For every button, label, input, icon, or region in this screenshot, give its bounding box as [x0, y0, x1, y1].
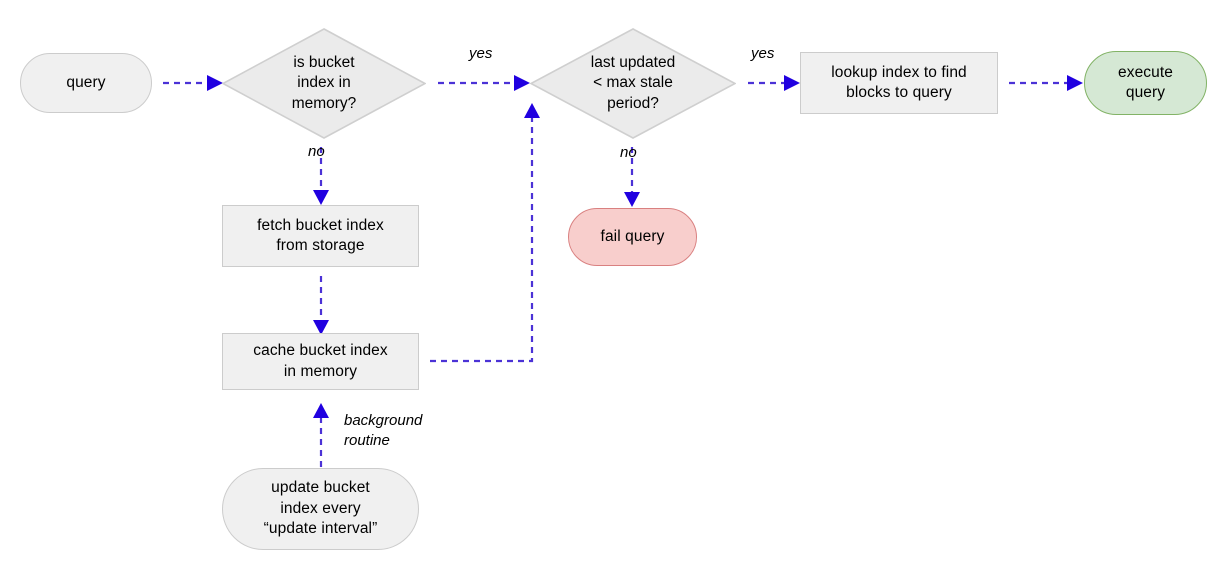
node-fail-query[interactable]: fail query: [568, 208, 697, 266]
edge-label-background-routine: background routine: [344, 412, 423, 449]
node-execute-query-label: execute query: [1118, 63, 1173, 101]
node-fetch-bucket-index-label: fetch bucket index from storage: [257, 216, 384, 254]
node-cache-bucket-index[interactable]: cache bucket index in memory: [222, 333, 419, 390]
node-query-label: query: [66, 73, 106, 91]
arrowhead-memory-yes: [514, 75, 530, 91]
node-cache-bucket-index-label: cache bucket index in memory: [253, 342, 388, 380]
edge-label-stale-no: no: [620, 144, 637, 161]
edge-label-stale-yes: yes: [751, 45, 775, 62]
arrowhead-memory-no: [313, 190, 329, 205]
node-last-updated-max-stale-label: last updated < max stale period?: [590, 53, 676, 112]
arrowhead-query-to-memory-check: [207, 75, 223, 91]
node-fail-query-label: fail query: [600, 227, 665, 245]
node-execute-query[interactable]: execute query: [1084, 51, 1207, 115]
edge-label-memory-yes: yes: [469, 45, 493, 62]
node-lookup-index[interactable]: lookup index to find blocks to query: [800, 52, 998, 114]
node-update-bucket-index[interactable]: update bucket index every “update interv…: [222, 468, 419, 550]
edge-label-memory-no: no: [308, 143, 325, 160]
node-update-bucket-index-label: update bucket index every “update interv…: [263, 479, 378, 538]
node-is-bucket-index-in-memory[interactable]: is bucket index in memory?: [222, 28, 426, 139]
node-is-bucket-index-in-memory-label: is bucket index in memory?: [291, 53, 357, 112]
node-lookup-index-label: lookup index to find blocks to query: [831, 63, 967, 101]
node-last-updated-max-stale[interactable]: last updated < max stale period?: [530, 28, 736, 139]
arrowhead-lookup-to-execute: [1067, 75, 1083, 91]
arrowhead-stale-yes: [784, 75, 800, 91]
node-fetch-bucket-index[interactable]: fetch bucket index from storage: [222, 205, 419, 267]
arrowhead-stale-no: [624, 192, 640, 207]
arrowhead-background-routine: [313, 403, 329, 418]
node-query[interactable]: query: [20, 53, 152, 113]
edge-cache-to-stale-check: [430, 118, 534, 363]
